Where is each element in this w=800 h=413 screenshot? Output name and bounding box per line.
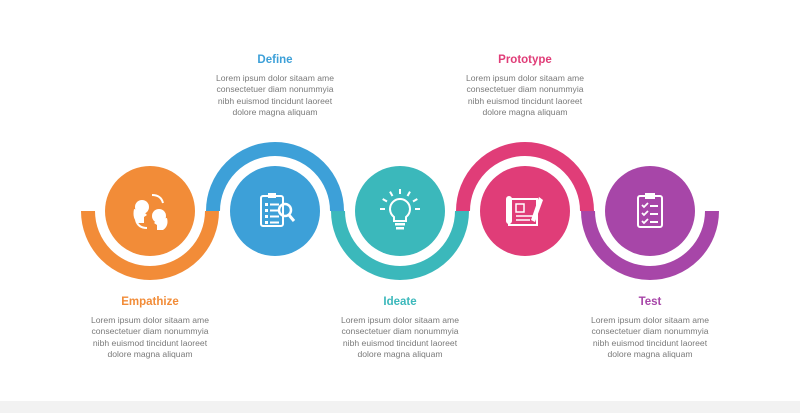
description-line: dolore magna aliquam	[482, 107, 568, 118]
description-line: nibh euismod tincidunt laoreet	[217, 95, 333, 106]
description-line: consectetuer diam nonummyia	[591, 326, 709, 337]
step-title: Empathize	[121, 296, 179, 308]
step-circle-empathize	[105, 166, 195, 256]
lightbulb-icon	[380, 189, 420, 230]
description-line: nibh euismod tincidunt laoreet	[92, 337, 208, 348]
description-line: Lorem ipsum dolor sitaam ame	[591, 315, 709, 325]
step-circle-define	[230, 166, 320, 256]
description-line: Lorem ipsum dolor sitaam ame	[91, 315, 209, 325]
description-line: nibh euismod tincidunt laoreet	[592, 337, 708, 348]
description-line: dolore magna aliquam	[357, 349, 443, 360]
description-line: consectetuer diam nonummyia	[341, 326, 459, 337]
step-title: Prototype	[498, 54, 552, 66]
two-heads-exchange-icon	[133, 194, 168, 230]
step-circle-ideate	[355, 166, 445, 256]
wave-arc-test	[581, 210, 719, 280]
wave-arc-empathize	[81, 210, 219, 280]
description-line: Lorem ipsum dolor sitaam ame	[216, 73, 334, 83]
clipboard-checklist-icon	[637, 193, 663, 228]
checklist-magnifier-icon	[260, 193, 296, 227]
description-line: Lorem ipsum dolor sitaam ame	[466, 73, 584, 83]
footer-strip	[0, 401, 800, 413]
description-line: Lorem ipsum dolor sitaam ame	[341, 315, 459, 325]
blueprint-icon	[506, 196, 543, 226]
description-line: dolore magna aliquam	[232, 107, 318, 118]
step-title: Ideate	[383, 296, 417, 308]
step-circle-test	[605, 166, 695, 256]
step-circle-prototype	[480, 166, 570, 256]
description-line: consectetuer diam nonummyia	[216, 84, 334, 95]
description-line: nibh euismod tincidunt laoreet	[467, 95, 583, 106]
description-line: dolore magna aliquam	[107, 349, 193, 360]
description-line: nibh euismod tincidunt laoreet	[342, 337, 458, 348]
step-title: Define	[257, 54, 293, 66]
description-line: dolore magna aliquam	[607, 349, 693, 360]
description-line: consectetuer diam nonummyia	[91, 326, 209, 337]
step-title: Test	[638, 296, 662, 308]
wave-arc-define	[206, 142, 344, 212]
description-line: consectetuer diam nonummyia	[466, 84, 584, 95]
wave-arc-ideate	[331, 210, 469, 280]
wave-arc-prototype	[456, 142, 594, 212]
